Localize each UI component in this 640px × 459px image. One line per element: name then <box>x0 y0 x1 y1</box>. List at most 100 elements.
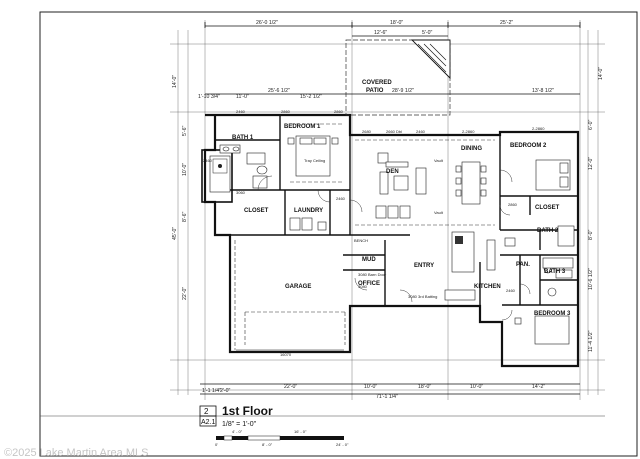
watermark: ©2025 Lake Martin Area MLS <box>4 447 148 459</box>
room-label-dining: DINING <box>461 146 482 152</box>
exterior-walls <box>201 113 580 368</box>
room-label-vault-1: Vault <box>434 158 444 163</box>
window-code: 2660 Dbl <box>386 129 402 134</box>
dim-top-1: 26'-0 1/2" <box>256 20 278 26</box>
dim-bottom-1: 1'-1 1/4" <box>202 388 221 394</box>
bedroom-2-bed <box>535 159 571 191</box>
window-code: 2860 <box>508 202 518 207</box>
dim-right-v2: 6'-0" <box>588 120 594 130</box>
reference-grid <box>170 20 605 400</box>
room-label-pan: PAN. <box>516 262 530 268</box>
dim-bottom-overall: 71'-1 1/4" <box>376 394 398 400</box>
kitchen-fixtures <box>444 231 496 301</box>
dim-top-second-1: 12'-6" <box>374 30 387 36</box>
room-label-arch-ceiling: 3080 3rd Batting <box>408 294 437 299</box>
room-label-kitchen: KITCHEN <box>474 284 501 290</box>
dim-right-v5: 10'-6 1/2" <box>588 268 594 290</box>
window-code: 2460 <box>416 129 426 134</box>
room-label-garage: GARAGE <box>285 284 311 290</box>
sheet-scale: 1/8" = 1'-0" <box>222 421 257 428</box>
room-label-vault-2: Vault <box>434 210 444 215</box>
dim-bottom-4: 10'-0" <box>364 384 377 390</box>
dim-left-v3: 10'-0" <box>182 163 188 176</box>
room-label-covered-patio-1: COVERED <box>362 80 392 86</box>
room-label-office: OFFICE <box>358 281 380 287</box>
room-label-entry: ENTRY <box>414 263 434 269</box>
bath-2-3-fixtures <box>504 225 575 297</box>
window-code: 3080 <box>358 284 368 289</box>
window-code: 2-2860 <box>462 129 475 134</box>
window-code: 2680 <box>362 129 372 134</box>
dim-left-v1: 14'-0" <box>172 75 178 88</box>
dimension-ticks <box>200 22 581 395</box>
room-label-covered-patio-2: PATIO <box>366 88 384 94</box>
room-labels: COVERED PATIO BEDROOM 1 BATH 1 Tray Ceil… <box>232 80 571 317</box>
window-code: 2460 <box>236 109 246 114</box>
window-code: 16070 <box>280 352 292 357</box>
dimensions: 26'-0 1/2" 18'-0" 25'-2" 12'-6" 5'-0" 25… <box>172 20 604 400</box>
scale-label: 24' - 0" <box>336 442 349 447</box>
dim-top-second-2: 5'-0" <box>422 30 432 36</box>
room-label-bedroom-1: BEDROOM 1 <box>284 124 321 130</box>
dim-left-v4: 45'-0" <box>172 227 178 240</box>
sheet-number: 2 <box>204 407 209 416</box>
laundry-fixtures <box>289 217 327 231</box>
dim-bottom-5: 18'-0" <box>418 384 431 390</box>
dim-third-3: 13'-8 1/2" <box>532 88 554 94</box>
dim-right-v3: 12'-0" <box>588 157 594 170</box>
bedroom-3-bed <box>514 315 570 345</box>
scale-label: 8' - 0" <box>262 442 273 447</box>
interior-walls <box>215 115 578 322</box>
title-block: 2 A2.1 1st Floor 1/8" = 1'-0" 4' - 0" 16… <box>199 404 349 447</box>
room-label-tray-ceiling: Tray Ceiling <box>304 158 325 163</box>
dim-bottom-7: 14'-2" <box>532 384 545 390</box>
room-label-bedroom-2: BEDROOM 2 <box>510 143 547 149</box>
window-code: 2460 <box>506 288 516 293</box>
window-code: 3060 <box>236 190 246 195</box>
window-code: 2460 <box>336 196 346 201</box>
dim-bottom-3: 22'-0" <box>284 384 297 390</box>
dim-left-v5: 22'-0" <box>182 287 188 300</box>
window-code: 2460 <box>203 158 213 163</box>
room-label-barn-door: 3080 Barn Door <box>358 272 387 277</box>
window-code: 2860 <box>281 109 291 114</box>
dim-left-top-2: 11'-0" <box>236 94 249 100</box>
room-label-laundry: LAUNDRY <box>294 208 323 214</box>
room-label-mud: MUD <box>362 257 376 263</box>
dim-right-v6: 11'-4 1/2" <box>588 330 594 352</box>
room-label-den: DEN <box>386 169 399 175</box>
room-label-bedroom-3: BEDROOM 3 <box>534 311 571 317</box>
dim-top-2: 18'-0" <box>390 20 403 26</box>
den-furniture <box>375 152 427 219</box>
door-swings <box>257 169 531 321</box>
window-code: 2860 <box>334 109 344 114</box>
sheet-ref: A2.1 <box>201 419 216 426</box>
dim-third-2: 28'-9 1/2" <box>392 88 414 94</box>
dining-table <box>455 161 487 205</box>
scale-label: 4' - 0" <box>232 429 243 434</box>
dim-left-top-3: 15'-2 1/2" <box>300 94 322 100</box>
dim-top-3: 25'-2" <box>500 20 513 26</box>
room-label-closet-2: CLOSET <box>535 205 560 211</box>
garage-lines <box>234 240 346 351</box>
sheet-border <box>39 11 638 457</box>
room-label-bench: BENCH <box>354 238 368 243</box>
room-label-closet-main: CLOSET <box>244 208 269 214</box>
dim-left-v2: 5'-6" <box>182 126 188 136</box>
window-codes: 2460 2860 2860 2680 2660 Dbl 2460 2-2860… <box>203 109 545 357</box>
dim-third-1: 25'-6 1/2" <box>268 88 290 94</box>
dim-right-v1: 14'-0" <box>598 67 604 80</box>
bedroom-1-bed <box>287 135 339 177</box>
dim-right-v4: 8'-0" <box>588 230 594 240</box>
room-label-bath-3: BATH 3 <box>544 269 566 275</box>
scale-label: 0' <box>215 442 218 447</box>
bath-1-fixtures <box>209 144 268 193</box>
dim-left-v6: 8'-6" <box>182 212 188 222</box>
covered-patio <box>345 39 451 116</box>
room-label-bath-2: BATH 2 <box>537 228 559 234</box>
scale-label: 16' - 0" <box>294 429 307 434</box>
sheet-title: 1st Floor <box>222 404 273 418</box>
dim-left-top-1: 1'-10 3/4" <box>198 94 220 100</box>
window-code: 2-2860 <box>532 126 545 131</box>
